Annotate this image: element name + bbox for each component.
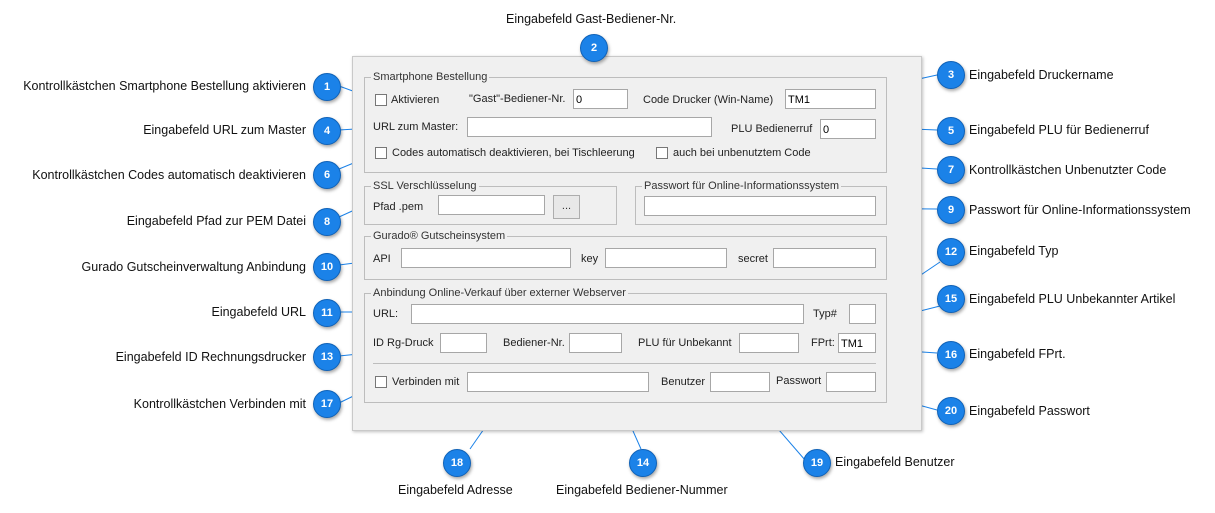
callout-badge-10: 10 [313,253,341,281]
codes-deaktivieren-checkbox[interactable] [375,147,387,159]
plu-unbekannt-label: PLU für Unbekannt [638,337,732,349]
callout-caption-5: Eingabefeld PLU für Bedienerruf [969,123,1149,137]
online-verkauf-legend: Anbindung Online-Verkauf über externer W… [371,286,628,300]
passwort-online-legend: Passwort für Online-Informationssystem [642,179,842,193]
benutzer-input[interactable] [710,372,770,392]
code-drucker-label: Code Drucker (Win-Name) [643,94,774,106]
callout-badge-12: 12 [937,238,965,266]
online-divider [373,363,876,364]
gurado-legend: Gurado® Gutscheinsystem [371,229,508,243]
unbenutzter-code-label: auch bei unbenutztem Code [673,147,811,159]
settings-dialog: Smartphone Bestellung Aktivieren "Gast"-… [352,56,922,431]
fprt-input[interactable]: TM1 [838,333,876,353]
callout-caption-9: Passwort für Online-Informationssystem [969,203,1191,217]
plu-bedienerruf-input[interactable]: 0 [820,119,876,139]
callout-badge-5: 5 [937,117,965,145]
callout-badge-8: 8 [313,208,341,236]
callout-caption-15: Eingabefeld PLU Unbekannter Artikel [969,292,1176,306]
callout-caption-10: Gurado Gutscheinverwaltung Anbindung [81,260,306,274]
callout-badge-17: 17 [313,390,341,418]
passwort-online-input[interactable] [644,196,876,216]
unbenutzter-code-checkbox[interactable] [656,147,668,159]
gurado-api-label: API [373,253,391,265]
callout-caption-13: Eingabefeld ID Rechnungsdrucker [115,350,306,364]
callout-caption-16: Eingabefeld FPrt. [969,347,1066,361]
typ-label: Typ# [813,308,837,320]
ssl-group: SSL Verschlüsselung [364,179,617,225]
callout-badge-6: 6 [313,161,341,189]
callout-badge-1: 1 [313,73,341,101]
bediener-nr-label: Bediener-Nr. [503,337,565,349]
online-verkauf-group: Anbindung Online-Verkauf über externer W… [364,286,887,403]
callout-badge-13: 13 [313,343,341,371]
callout-badge-19: 19 [803,449,831,477]
pfad-pem-input[interactable] [438,195,545,215]
callout-caption-18: Eingabefeld Adresse [398,483,513,497]
callout-caption-3: Eingabefeld Druckername [969,68,1114,82]
passwort-input[interactable] [826,372,876,392]
fprt-label: FPrt: [811,337,835,349]
gurado-secret-label: secret [738,253,768,265]
gurado-group: Gurado® Gutscheinsystem [364,229,887,280]
callout-badge-2: 2 [580,34,608,62]
benutzer-label: Benutzer [661,376,706,388]
callout-badge-18: 18 [443,449,471,477]
verbinden-mit-checkbox[interactable] [375,376,387,388]
id-rg-druck-input[interactable] [440,333,487,353]
gast-bediener-label: "Gast"-Bediener-Nr. [469,93,566,105]
callout-caption-20: Eingabefeld Passwort [969,404,1090,418]
gurado-key-label: key [581,253,599,265]
pfad-pem-label: Pfad .pem [373,201,424,213]
verbinden-mit-label: Verbinden mit [392,376,460,388]
callout-caption-4: Eingabefeld URL zum Master [143,123,306,137]
callout-badge-16: 16 [937,341,965,369]
callout-caption-7: Kontrollkästchen Unbenutzter Code [969,163,1167,177]
callout-badge-3: 3 [937,61,965,89]
callout-badge-4: 4 [313,117,341,145]
ssl-legend: SSL Verschlüsselung [371,179,479,193]
callout-badge-20: 20 [937,397,965,425]
smartphone-legend: Smartphone Bestellung [371,70,490,84]
callout-caption-6: Kontrollkästchen Codes automatisch deakt… [32,168,306,182]
bediener-nr-input[interactable] [569,333,622,353]
codes-deaktivieren-label: Codes automatisch deaktivieren, bei Tisc… [392,147,635,159]
verbinden-mit-input[interactable] [467,372,649,392]
plu-bedienerruf-label: PLU Bedienerruf [731,123,813,135]
passwort-label: Passwort [776,375,822,387]
callout-caption-1: Kontrollkästchen Smartphone Bestellung a… [23,79,306,93]
callout-caption-2: Eingabefeld Gast-Bediener-Nr. [506,12,677,26]
online-url-input[interactable] [411,304,804,324]
callout-badge-7: 7 [937,156,965,184]
passwort-online-group: Passwort für Online-Informationssystem [635,179,887,225]
callout-caption-19: Eingabefeld Benutzer [835,455,955,469]
online-url-label: URL: [373,308,399,320]
gurado-secret-input[interactable] [773,248,876,268]
browse-pem-button[interactable]: ... [553,195,580,219]
callout-badge-11: 11 [313,299,341,327]
callout-caption-8: Eingabefeld Pfad zur PEM Datei [126,214,306,228]
aktivieren-checkbox[interactable] [375,94,387,106]
callout-badge-15: 15 [937,285,965,313]
callout-caption-11: Eingabefeld URL [211,305,306,319]
url-master-input[interactable] [467,117,712,137]
callout-caption-14: Eingabefeld Bediener-Nummer [556,483,728,497]
gurado-api-input[interactable] [401,248,571,268]
smartphone-group: Smartphone Bestellung [364,70,887,173]
url-master-label: URL zum Master: [373,121,459,133]
callout-badge-14: 14 [629,449,657,477]
aktivieren-label: Aktivieren [391,94,440,106]
gurado-key-input[interactable] [605,248,727,268]
id-rg-druck-label: ID Rg-Druck [373,337,434,349]
code-drucker-input[interactable]: TM1 [785,89,876,109]
callout-caption-17: Kontrollkästchen Verbinden mit [133,397,306,411]
typ-input[interactable] [849,304,876,324]
plu-unbekannt-input[interactable] [739,333,799,353]
gast-bediener-input[interactable]: 0 [573,89,628,109]
callout-caption-12: Eingabefeld Typ [969,244,1059,258]
callout-badge-9: 9 [937,196,965,224]
